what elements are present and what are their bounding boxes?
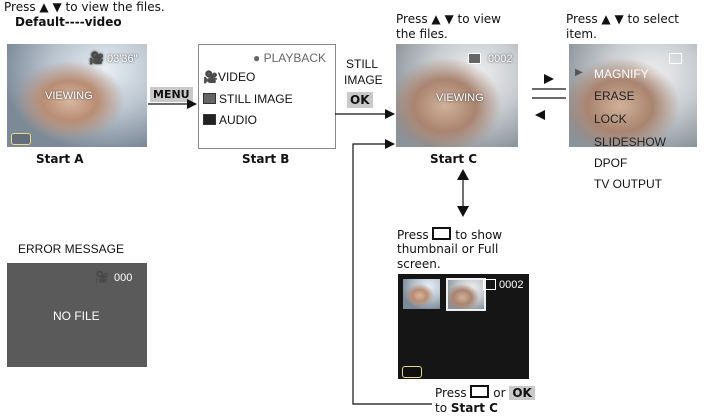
arrow-head-left	[535, 110, 545, 120]
arrow-thumb-return	[353, 144, 432, 404]
arrow-head-right	[544, 74, 554, 84]
